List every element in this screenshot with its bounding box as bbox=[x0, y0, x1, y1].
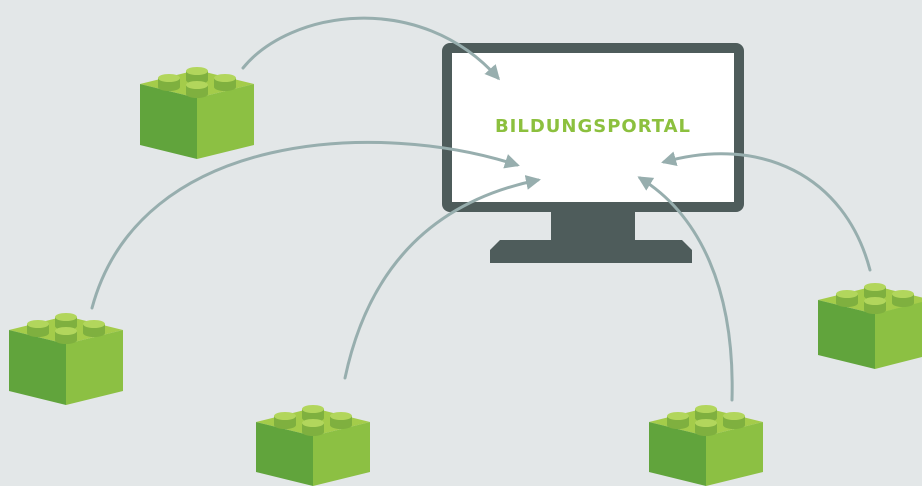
arrow-bottom-right-brick bbox=[637, 176, 734, 402]
arrow-top-left-brick bbox=[241, 16, 500, 81]
lego-brick-icon bbox=[649, 405, 763, 486]
portal-title: BILDUNGSPORTAL bbox=[494, 116, 692, 137]
lego-brick-icon bbox=[140, 67, 254, 159]
monitor-icon bbox=[442, 43, 744, 263]
brick-middle-left bbox=[9, 313, 123, 405]
arrow-right-brick bbox=[661, 151, 872, 272]
lego-brick-icon bbox=[9, 313, 123, 405]
brick-top-left bbox=[140, 67, 254, 159]
arrow-middle-left-brick bbox=[90, 140, 520, 310]
lego-brick-icon bbox=[256, 405, 370, 486]
brick-right bbox=[818, 283, 922, 369]
monitor-stand-slope bbox=[490, 240, 692, 250]
lego-brick-icon bbox=[818, 283, 922, 369]
arrow-bottom-left-brick bbox=[343, 175, 541, 380]
brick-bottom-left bbox=[256, 405, 370, 486]
brick-bottom-right bbox=[649, 405, 763, 486]
monitor-stand-base bbox=[490, 250, 692, 263]
